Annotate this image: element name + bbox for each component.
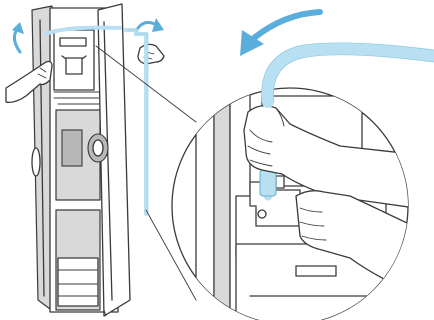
detail-view — [172, 12, 434, 320]
left-hinge — [32, 148, 40, 176]
curved-arrow-icon — [254, 12, 320, 38]
right-hand — [138, 44, 164, 64]
appliance-overview — [6, 4, 196, 316]
